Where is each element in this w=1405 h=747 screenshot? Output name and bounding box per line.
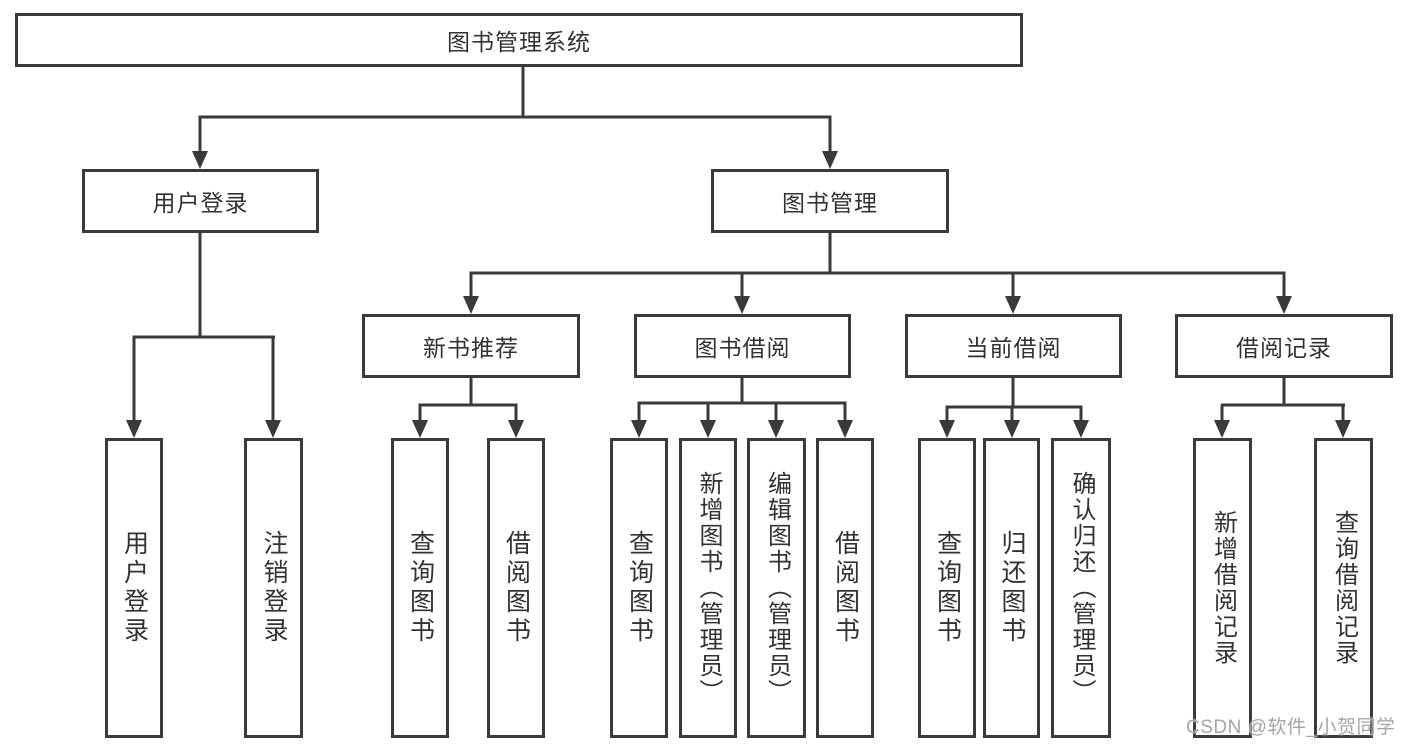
leaf-logout: 注销登录	[244, 438, 303, 738]
leaf-current-return-label: 归还图书	[998, 530, 1026, 646]
leaf-borrowing-query: 查询图书	[610, 438, 668, 738]
leaf-current-confirm-admin-label: 确认归还（管理员）	[1068, 471, 1095, 705]
leaf-newbooks-borrow: 借阅图书	[487, 438, 545, 738]
node-user-login: 用户登录	[82, 169, 319, 233]
node-book-management: 图书管理	[711, 169, 949, 233]
leaf-newbooks-borrow-label: 借阅图书	[502, 530, 531, 646]
leaf-records-query: 查询借阅记录	[1314, 438, 1373, 738]
leaf-newbooks-query-label: 查询图书	[406, 530, 435, 646]
leaf-borrowing-add-admin: 新增图书（管理员）	[679, 438, 737, 738]
node-current-borrowing-label: 当前借阅	[965, 335, 1062, 361]
node-book-borrowing: 图书借阅	[634, 314, 851, 378]
node-current-borrowing: 当前借阅	[905, 314, 1122, 378]
connector-records-to-leaves	[1214, 378, 1351, 438]
node-book-management-label: 图书管理	[782, 190, 878, 216]
connector-login-to-leaves	[126, 233, 281, 438]
node-book-borrowing-label: 图书借阅	[694, 335, 791, 361]
leaf-borrowing-edit-admin: 编辑图书（管理员）	[747, 438, 806, 738]
connector-current-to-leaves	[939, 378, 1089, 438]
leaf-newbooks-query: 查询图书	[391, 438, 449, 738]
node-borrow-records-label: 借阅记录	[1236, 335, 1332, 361]
connector-root-to-level2	[192, 66, 838, 169]
leaf-user-login-label: 用户登录	[120, 530, 149, 646]
leaf-borrowing-add-admin-label: 新增图书（管理员）	[695, 471, 722, 705]
leaf-current-query-label: 查询图书	[933, 530, 962, 646]
node-new-book-recommend: 新书推荐	[362, 314, 580, 378]
leaf-user-login: 用户登录	[105, 438, 163, 738]
connector-newbooks-to-leaves	[412, 378, 524, 438]
leaf-borrowing-borrow: 借阅图书	[816, 438, 874, 738]
leaf-borrowing-borrow-label: 借阅图书	[831, 530, 860, 646]
leaf-records-query-label: 查询借阅记录	[1330, 510, 1358, 666]
leaf-current-query: 查询图书	[918, 438, 976, 738]
leaf-borrowing-edit-admin-label: 编辑图书（管理员）	[763, 471, 791, 705]
node-borrow-records: 借阅记录	[1175, 314, 1393, 378]
node-new-book-recommend-label: 新书推荐	[423, 335, 519, 361]
leaf-current-return: 归还图书	[983, 438, 1040, 738]
leaf-current-confirm-admin: 确认归还（管理员）	[1051, 438, 1111, 738]
leaf-records-add: 新增借阅记录	[1193, 438, 1252, 738]
leaf-borrowing-query-label: 查询图书	[625, 530, 654, 646]
connector-mgmt-to-level3	[463, 233, 1292, 314]
leaf-logout-label: 注销登录	[260, 530, 288, 646]
node-library-system-label: 图书管理系统	[447, 29, 591, 55]
node-user-login-label: 用户登录	[152, 190, 249, 216]
node-library-system: 图书管理系统	[15, 13, 1023, 67]
leaf-records-add-label: 新增借阅记录	[1209, 510, 1237, 666]
watermark: CSDN @软件_小贺同学	[1186, 717, 1396, 738]
connector-borrowing-to-leaves	[631, 378, 853, 438]
